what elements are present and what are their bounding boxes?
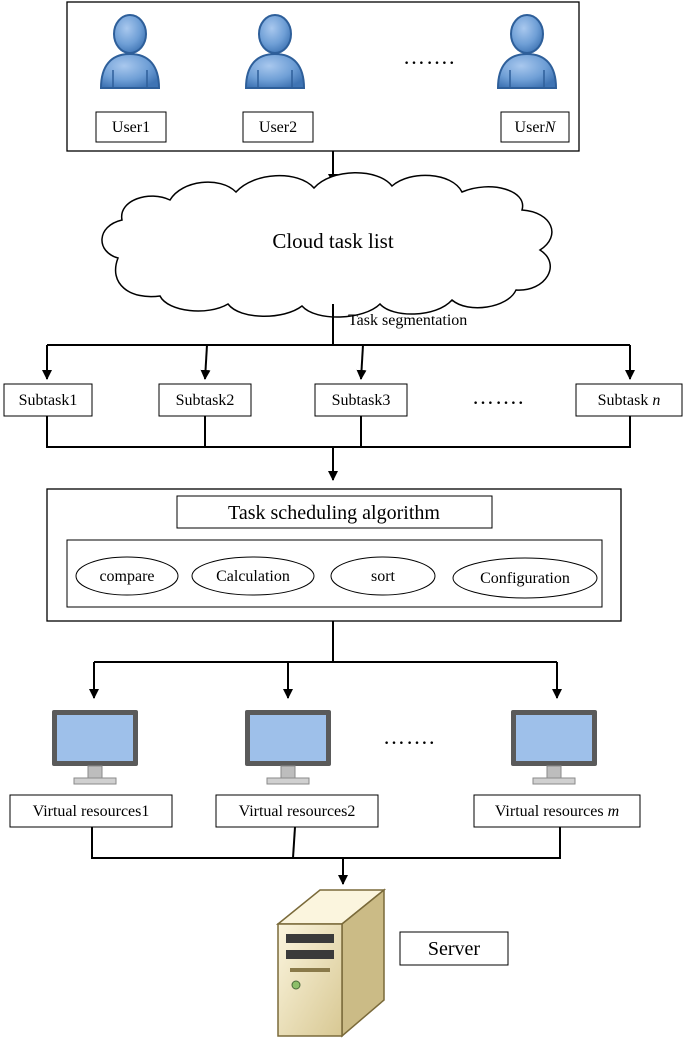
user-n-box [500,111,570,143]
user-n-label-text: User [515,119,546,136]
resource-2-label: Virtual resources2 [239,803,356,820]
user-2-label: User2 [259,119,297,136]
subtask-n-label-text: Subtask [598,392,653,409]
user-1-box [95,111,167,143]
arrow-to-subtask-3 [356,344,367,380]
op-compare-ellipse [75,556,179,596]
subtask-3-label: Subtask3 [332,392,391,409]
resource-merge-bus [91,827,561,859]
subtask-1-box [3,383,93,417]
resource-2-box [215,794,379,828]
cloud-label: Cloud task list [272,229,394,253]
subtask-n-box [575,383,683,417]
subtask-merge-bus [46,416,631,448]
resource-m-label: Virtual resources m [495,803,619,820]
op-sort-ellipse [330,556,436,596]
monitor-icon-2 [244,709,332,785]
arrow-to-subtask-2 [200,344,211,380]
subtask-1-label: Subtask1 [19,392,78,409]
server-label-box [399,931,509,966]
user-1-label: User1 [112,119,150,136]
users-ellipsis: ……. [403,44,456,69]
resource-1-box [9,794,173,828]
subtask-n-label: Subtask n [598,392,661,409]
server-icon [275,888,387,1038]
resource-m-label-text: Virtual resources [495,803,608,820]
monitor-icon-1 [51,709,139,785]
subtasks-ellipsis: ……. [472,384,525,409]
scheduler-title: Task scheduling algorithm [228,502,440,524]
scheduler-title-box [176,495,493,529]
user-2-box [242,111,314,143]
resource-2-merge [292,826,296,859]
subtask-n-label-suffix: n [652,392,660,409]
monitor-icon-m [510,709,598,785]
op-calculation-ellipse [191,556,315,596]
op-calculation-label: Calculation [216,568,290,585]
cloud-shape [101,172,553,318]
resource-m-label-suffix: m [608,803,620,820]
resources-ellipsis: ……. [383,724,436,749]
resource-1-label: Virtual resources1 [33,803,150,820]
op-compare-label: compare [99,568,154,585]
resource-m-box [473,794,641,828]
op-configuration-ellipse [452,557,598,599]
op-configuration-label: Configuration [480,570,570,587]
user-n-label-suffix: N [544,119,557,136]
server-label: Server [428,938,481,960]
segmentation-label: Task segmentation [348,312,467,329]
op-sort-label: sort [371,568,396,585]
user-n-label: UserN [515,119,557,136]
subtask-2-label: Subtask2 [176,392,235,409]
